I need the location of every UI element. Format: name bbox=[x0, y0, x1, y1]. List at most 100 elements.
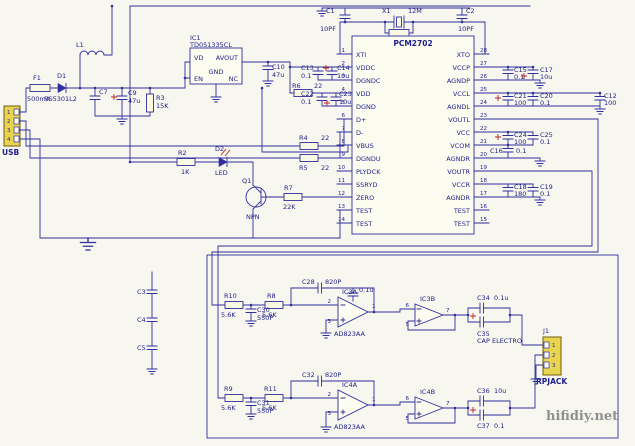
pin-num: 1 bbox=[372, 397, 376, 403]
ic3a-part: AD823AA bbox=[334, 330, 365, 338]
pin-label: VDDC bbox=[356, 64, 375, 72]
f1-value: 500mA bbox=[27, 95, 51, 103]
r8-value: 5.6K bbox=[262, 311, 277, 319]
c14-ref: C14 bbox=[337, 64, 350, 72]
c19-ref: C19 bbox=[540, 183, 553, 191]
ic1-pin-en: EN bbox=[194, 75, 203, 83]
pin-label: DGNDU bbox=[356, 155, 381, 163]
jack-ref: J1 bbox=[542, 327, 549, 335]
pin-num: 16 bbox=[480, 204, 487, 210]
ic1-part: TD051335CL bbox=[189, 41, 232, 49]
usb-pin-number: 3 bbox=[7, 128, 11, 134]
watermark: hifidiy.net bbox=[546, 409, 618, 424]
pin-num: 15 bbox=[480, 217, 487, 223]
ic4b-ref: IC4B bbox=[420, 388, 435, 396]
c1-value: 10PF bbox=[320, 25, 336, 33]
usb-pin-number: 2 bbox=[7, 119, 11, 125]
pin-label: VCCP bbox=[453, 64, 471, 72]
c30-value: 550P bbox=[257, 314, 273, 322]
resistor-r1 bbox=[388, 29, 410, 37]
r8-ref: R8 bbox=[267, 292, 276, 300]
pin-label: XTO bbox=[457, 51, 470, 59]
c13-value: 0.1 bbox=[301, 72, 311, 80]
c25-ref: C25 bbox=[540, 131, 553, 139]
ground-symbol bbox=[245, 317, 257, 327]
c15-value: 0.1 bbox=[514, 73, 524, 81]
pin-label: DGNDC bbox=[356, 77, 381, 85]
pin-label: VOUTL bbox=[448, 116, 470, 124]
r10-ref: R10 bbox=[224, 292, 237, 300]
led-arrows bbox=[220, 148, 231, 157]
pin-label: VCOM bbox=[450, 142, 470, 150]
ic1-ref: IC1 bbox=[190, 34, 201, 42]
c17-ref: C17 bbox=[540, 66, 553, 74]
pin-label: XTI bbox=[356, 51, 366, 59]
c32-ref: C32 bbox=[302, 371, 315, 379]
d1-value: RS5301L2 bbox=[44, 95, 77, 103]
opamp-ic4a bbox=[337, 389, 370, 421]
r11-ref: R11 bbox=[264, 385, 277, 393]
c16-ref: C16 bbox=[490, 147, 503, 155]
pin-num: 9 bbox=[342, 152, 346, 158]
r7-value: 22K bbox=[283, 203, 296, 211]
r7-ref: R7 bbox=[284, 184, 293, 192]
pin-num: 3 bbox=[342, 74, 346, 80]
opamp-ic4b bbox=[414, 396, 445, 420]
pin-num: 4 bbox=[342, 87, 346, 93]
pin-num: 2 bbox=[328, 392, 332, 398]
c18-value: 180 bbox=[514, 190, 526, 198]
vout-routes bbox=[211, 118, 599, 399]
c16-value: 0.1 bbox=[516, 147, 526, 155]
r9-ref: R9 bbox=[224, 385, 233, 393]
pin-num: 11 bbox=[338, 178, 345, 184]
pin-num: 2 bbox=[328, 299, 332, 305]
q1-ref: Q1 bbox=[242, 177, 251, 185]
c4-ref: C4 bbox=[137, 316, 146, 324]
r6-ref: R6 bbox=[292, 82, 301, 90]
d2-ref: D2 bbox=[215, 145, 224, 153]
opamp-ic3b bbox=[414, 303, 445, 327]
f1-ref: F1 bbox=[33, 74, 41, 82]
jack-label: RPJACK bbox=[536, 377, 568, 386]
pin-label: VCCL bbox=[453, 90, 471, 98]
dac-part-label: PCM2702 bbox=[393, 39, 432, 48]
c23-value: 10u bbox=[339, 98, 351, 106]
d1-ref: D1 bbox=[57, 72, 66, 80]
c28-value: 820P bbox=[325, 278, 341, 286]
pin-num: 20 bbox=[480, 152, 487, 158]
ground-symbol bbox=[262, 77, 274, 87]
c25-value: 0.1 bbox=[540, 138, 550, 146]
r9-value: 5.6K bbox=[221, 404, 236, 412]
pin-label: TEST bbox=[453, 207, 470, 215]
ic4a-part: AD823AA bbox=[334, 423, 365, 431]
ic3b-ref: IC3B bbox=[420, 295, 435, 303]
led-d2 bbox=[218, 156, 228, 168]
pin-num: 7 bbox=[342, 126, 346, 132]
l1-ref: L1 bbox=[76, 41, 84, 49]
resistor-r5 bbox=[299, 154, 319, 162]
ic1-pin-in: VD bbox=[194, 54, 203, 62]
jack-pin-number: 1 bbox=[552, 343, 556, 349]
r3-value: 15K bbox=[156, 102, 169, 110]
resistor-r10 bbox=[224, 301, 244, 309]
pin-label: VCCR bbox=[452, 181, 471, 189]
junction-dots bbox=[78, 4, 602, 410]
c13-ref: C13 bbox=[301, 64, 314, 72]
r3-ref: R3 bbox=[156, 94, 165, 102]
ic1-pin-gnd: GND bbox=[209, 68, 224, 76]
c20-ref: C20 bbox=[540, 92, 553, 100]
c36-ref: C36 bbox=[477, 387, 490, 395]
q1-value: NPN bbox=[246, 213, 260, 221]
resistor-r9 bbox=[224, 394, 244, 402]
decoupling-caps-analog: C15 0.1 C17 10u C21 100 C20 0.1 C12 100 … bbox=[488, 66, 617, 206]
pin-label: D- bbox=[356, 129, 364, 137]
c34-value: 0.1u bbox=[494, 294, 508, 302]
pin-label: SSRYD bbox=[356, 181, 377, 189]
pin-num: 1 bbox=[372, 304, 376, 310]
jack-pin-number: 2 bbox=[552, 353, 556, 359]
pin-label: TEST bbox=[355, 207, 372, 215]
pin-num: 18 bbox=[480, 178, 487, 184]
c12-ref: C12 bbox=[604, 92, 617, 100]
diode-d1 bbox=[57, 82, 67, 94]
